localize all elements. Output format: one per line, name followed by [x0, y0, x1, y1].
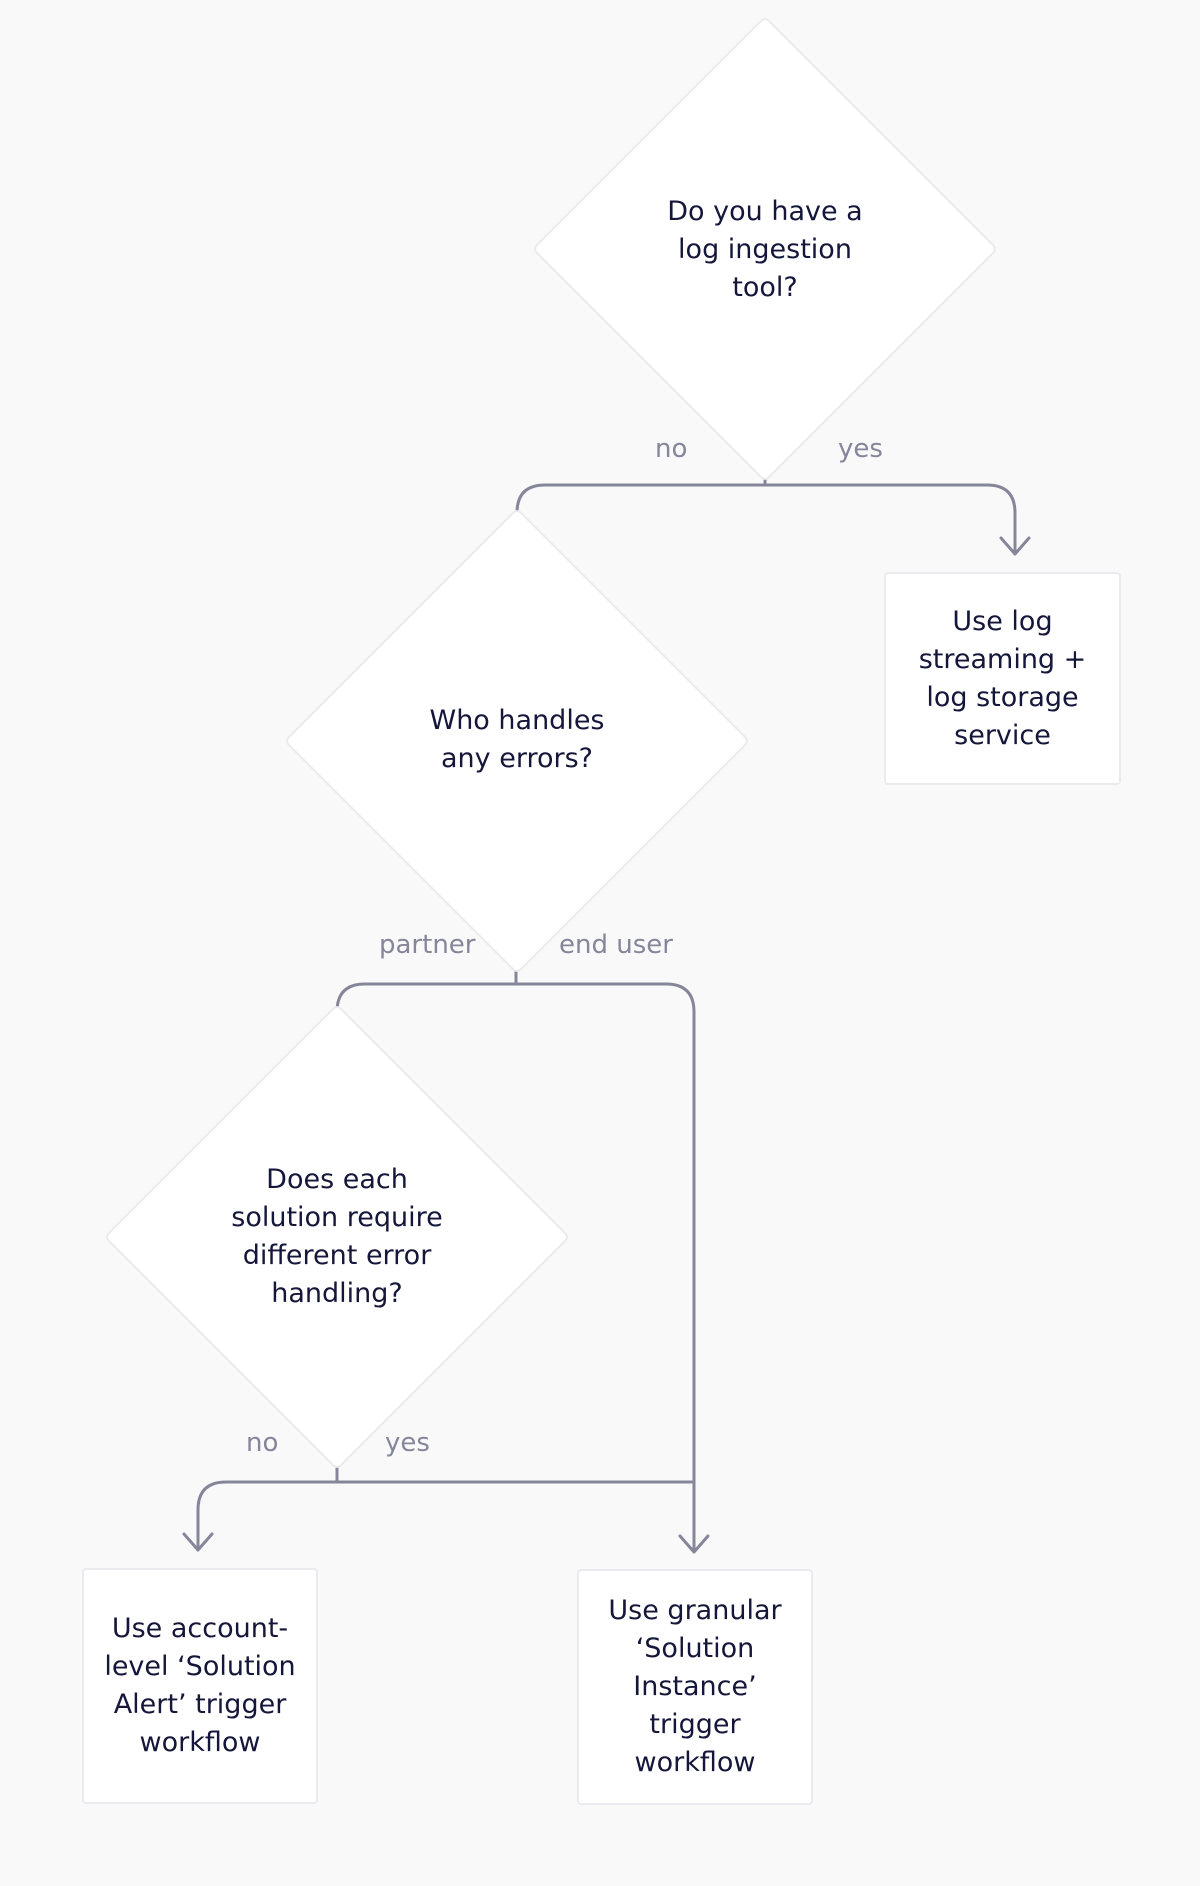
outcome-solution-alert: Use account-level ‘Solution Alert’ trigg…	[82, 1568, 318, 1804]
edge-label-q3-yes: yes	[385, 1428, 430, 1458]
decision-solution-handling-text: Does each solution require different err…	[231, 1164, 443, 1309]
connector-q1-yes	[763, 483, 1017, 554]
outcome-solution-instance: Use granular ‘Solution Instance’ trigger…	[577, 1569, 813, 1805]
edge-label-q2-partner: partner	[379, 930, 476, 960]
edge-label-q1-yes: yes	[838, 434, 883, 464]
decision-error-handler-text: Who handles any errors?	[429, 705, 605, 774]
connector-q2-end-user	[514, 982, 696, 1552]
outcome-log-streaming: Use log streaming + log storage service	[884, 572, 1121, 785]
connector-q3-no	[196, 1480, 339, 1550]
decision-log-tool-text: Do you have a log ingestion tool?	[667, 196, 863, 303]
arrowhead-q1-yes	[999, 536, 1031, 556]
arrowhead-end-user	[678, 1534, 710, 1554]
arrowhead-q3-no	[182, 1532, 214, 1552]
edge-label-q3-no: no	[246, 1428, 279, 1458]
edge-label-q1-no: no	[655, 434, 688, 464]
edge-label-q2-end-user: end user	[559, 930, 673, 960]
connector-q1-no	[515, 483, 767, 554]
